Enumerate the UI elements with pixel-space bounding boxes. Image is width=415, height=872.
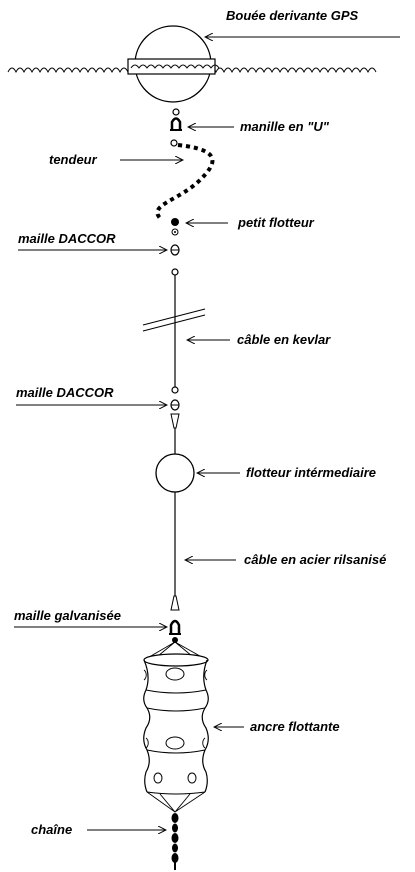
label-daccor-top: maille DACCOR: [18, 231, 116, 246]
daccor-link-bottom: [170, 399, 180, 411]
label-tensioner: tendeur: [49, 152, 98, 167]
chain: [171, 813, 179, 870]
label-steel-cable: câble en acier rilsanisé: [244, 552, 386, 567]
gps-buoy: [127, 25, 220, 103]
label-u-shackle: manille en "U": [240, 119, 330, 134]
cable-terminal-bottom: [170, 595, 180, 611]
galvanized-shackle: [169, 619, 181, 643]
shackle-eye: [170, 139, 178, 147]
label-chain: chaîne: [31, 822, 72, 837]
kevlar-eye-bottom: [171, 386, 179, 394]
label-kevlar-cable: câble en kevlar: [237, 332, 331, 347]
label-small-float: petit flotteur: [237, 215, 315, 230]
label-intermediate-float: flotteur intérmediaire: [246, 465, 376, 480]
label-galvanized-link: maille galvanisée: [14, 608, 121, 623]
intermediate-float: [155, 453, 195, 493]
label-sea-anchor: ancre flottante: [250, 719, 340, 734]
kevlar-eye-top: [171, 268, 179, 276]
small-float: [171, 218, 179, 236]
cable-terminal-top: [170, 413, 180, 429]
cable-break-marks: [142, 308, 206, 332]
daccor-link-top: [170, 244, 180, 256]
u-shackle: [170, 108, 182, 131]
sea-anchor: [143, 641, 209, 813]
tensioner-line: [155, 143, 215, 220]
label-daccor-bottom: maille DACCOR: [16, 385, 114, 400]
label-buoy: Bouée derivante GPS: [226, 8, 359, 23]
